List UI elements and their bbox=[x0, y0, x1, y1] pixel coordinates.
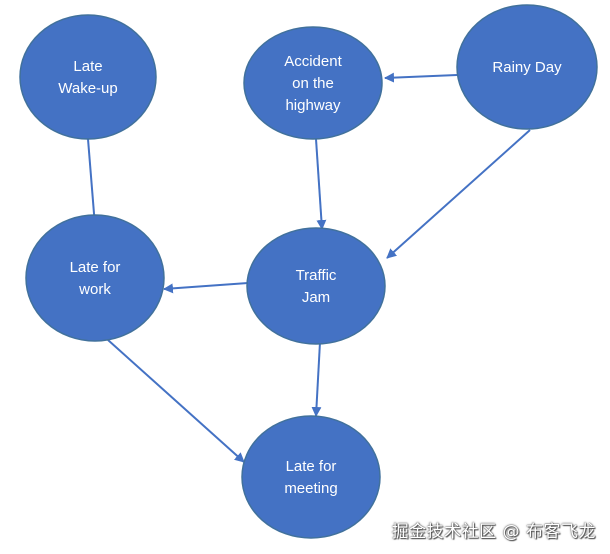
node-traffic-jam-ellipse bbox=[246, 227, 386, 345]
node-late-wakeup-label-line-1: Late bbox=[73, 58, 102, 75]
node-traffic-jam-label-line-2: Jam bbox=[302, 289, 330, 306]
node-accident-ellipse bbox=[243, 26, 383, 140]
node-late-work-label-line-1: Late for bbox=[70, 259, 121, 276]
node-late-meeting-label-line-2: meeting bbox=[284, 480, 337, 497]
node-accident-label-line-3: highway bbox=[285, 97, 341, 114]
edge-rainy-day-to-accident bbox=[384, 72, 458, 83]
node-late-wakeup-label-line-2: Wake-up bbox=[58, 80, 117, 97]
edge-rainy-day-to-traffic-jam bbox=[386, 129, 531, 259]
edge-accident-to-traffic-jam bbox=[315, 138, 327, 230]
node-late-work: Late for work bbox=[25, 214, 165, 342]
node-late-meeting: Late for meeting bbox=[241, 415, 381, 539]
node-rainy-day-label-line-1: Rainy Day bbox=[492, 59, 562, 76]
node-traffic-jam-label-line-1: Traffic bbox=[296, 267, 337, 284]
node-accident-label-line-2: on the bbox=[292, 75, 334, 92]
node-rainy-day-ellipse bbox=[456, 4, 598, 130]
edges-layer bbox=[87, 72, 531, 463]
edge-late-wakeup-to-late-work bbox=[87, 138, 100, 227]
node-accident: Accident on the highway bbox=[243, 26, 383, 140]
edge-traffic-jam-to-late-meeting bbox=[311, 341, 322, 417]
node-late-work-ellipse bbox=[25, 214, 165, 342]
node-rainy-day: Rainy Day bbox=[456, 4, 598, 130]
edge-traffic-jam-to-late-work bbox=[163, 282, 249, 294]
node-accident-label-line-1: Accident bbox=[284, 53, 342, 70]
edge-late-work-to-late-meeting bbox=[107, 339, 245, 463]
node-late-wakeup-ellipse bbox=[19, 14, 157, 140]
watermark-text: 掘金技术社区 @ 布客飞龙 bbox=[391, 522, 596, 542]
node-late-meeting-label-line-1: Late for bbox=[286, 458, 337, 475]
node-late-work-label-line-2: work bbox=[78, 281, 111, 298]
node-late-meeting-ellipse bbox=[241, 415, 381, 539]
